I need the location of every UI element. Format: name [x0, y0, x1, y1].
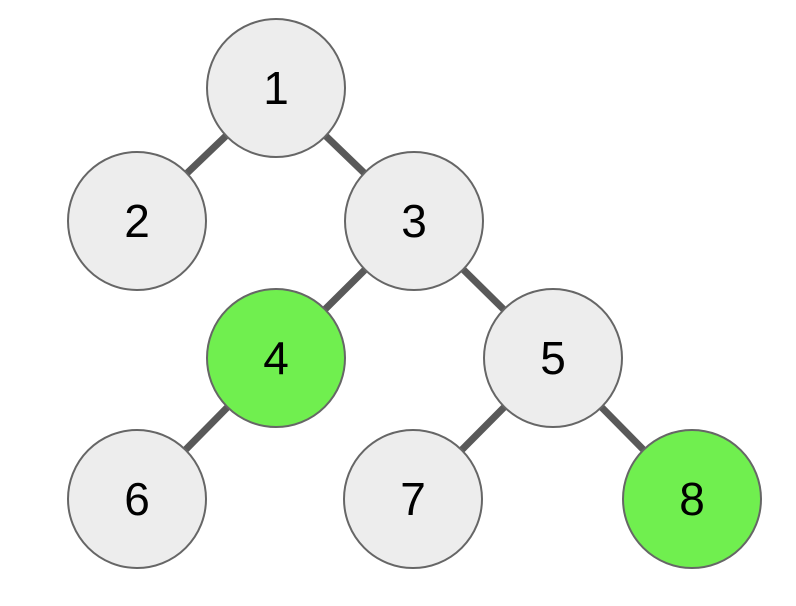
- node-circle-highlighted[interactable]: [622, 429, 762, 569]
- node-label-6: 6: [124, 473, 150, 525]
- node-circle[interactable]: [343, 429, 483, 569]
- tree-node-6[interactable]: 6: [67, 429, 207, 569]
- node-label-4: 4: [263, 332, 289, 384]
- tree-node-7[interactable]: 7: [343, 429, 483, 569]
- node-circle[interactable]: [344, 151, 484, 291]
- node-label-8: 8: [679, 473, 705, 525]
- node-circle[interactable]: [67, 429, 207, 569]
- node-circle[interactable]: [483, 288, 623, 428]
- node-circle[interactable]: [67, 151, 207, 291]
- tree-node-8[interactable]: 8: [622, 429, 762, 569]
- node-circle[interactable]: [206, 18, 346, 158]
- node-label-2: 2: [124, 195, 150, 247]
- tree-node-5[interactable]: 5: [483, 288, 623, 428]
- node-label-5: 5: [540, 332, 566, 384]
- node-label-3: 3: [401, 195, 427, 247]
- tree-node-1[interactable]: 1: [206, 18, 346, 158]
- tree-node-4[interactable]: 4: [206, 288, 346, 428]
- nodes-layer: 1 2 3 4 5 6 7 8: [67, 18, 762, 569]
- node-label-1: 1: [263, 62, 289, 114]
- tree-node-2[interactable]: 2: [67, 151, 207, 291]
- node-label-7: 7: [400, 473, 426, 525]
- node-circle-highlighted[interactable]: [206, 288, 346, 428]
- tree-node-3[interactable]: 3: [344, 151, 484, 291]
